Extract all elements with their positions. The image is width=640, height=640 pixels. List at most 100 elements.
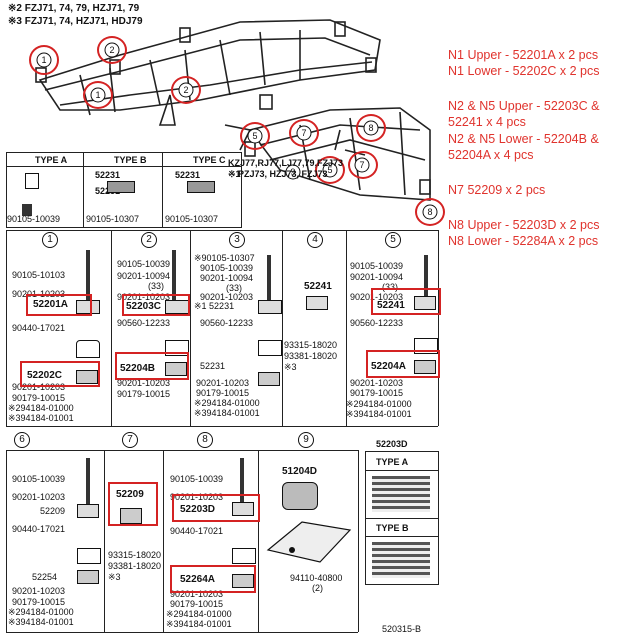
highlight-52202c	[20, 361, 100, 387]
part-label: 90201-10203	[12, 492, 66, 502]
type-b-part: 52231	[95, 170, 121, 180]
part-label: 90201-10094	[117, 271, 171, 281]
part-label: 90179-10015	[350, 388, 404, 398]
note-n2-n5-upper: N2 & N5 Upper - 52203C &	[448, 99, 600, 113]
type-a-profile-icon	[372, 476, 430, 512]
bushing-icon	[414, 360, 436, 374]
rubber-bushing-icon	[25, 173, 39, 189]
part-label: 90201-10203	[117, 292, 171, 302]
bushing-icon	[306, 296, 328, 310]
part-label-51204d: 51204D	[282, 466, 318, 477]
part-label: 90179-10015	[170, 599, 224, 609]
part-label: 93315-18020	[108, 550, 162, 560]
part-label: ※294184-01000	[8, 403, 74, 413]
column-number-8: 8	[197, 432, 213, 448]
highlight-52203c	[122, 294, 190, 316]
part-label-52241: 52241	[304, 281, 332, 292]
part-label: 90201-10203	[170, 492, 224, 502]
type-a-header: TYPE A	[35, 155, 68, 165]
part-label: ※3	[108, 572, 121, 582]
part-label: 93381-18020	[108, 561, 162, 571]
part-label: 52254	[32, 572, 58, 582]
type-b-header: TYPE B	[114, 155, 147, 165]
column-number-6: 6	[14, 432, 30, 448]
part-label-52203d: 52203D	[180, 504, 216, 515]
part-label: ※394184-01001	[8, 617, 74, 627]
bracket-plate-icon	[266, 521, 352, 563]
model-note-3: ※3 FZJ71, 74, HZJ71, HDJ79	[8, 16, 143, 27]
svg-text:9: 9	[290, 167, 295, 177]
bolt-icon	[267, 255, 271, 305]
note-n8-upper: N8 Upper - 52203D x 2 pcs	[448, 218, 600, 232]
part-label: 90201-10203	[200, 292, 254, 302]
part-label: 90440-17021	[12, 323, 66, 333]
part-label: (33)	[148, 281, 165, 291]
inset-box: TYPE A TYPE B	[365, 451, 439, 585]
bushing-icon	[120, 508, 142, 524]
part-label: (2)	[312, 583, 323, 593]
part-label: 90105-10039	[117, 259, 171, 269]
type-table: TYPE A TYPE B TYPE C 52231 52231 52231 9…	[6, 152, 242, 228]
mount-icon	[76, 340, 100, 358]
part-label: 90201-10203	[12, 382, 66, 392]
highlight-52204a	[366, 350, 440, 378]
part-label: 90105-10039	[200, 263, 254, 273]
part-label: 90201-10203	[350, 292, 404, 302]
frame-callout-circle-5b	[315, 156, 345, 184]
model-note-b: PZJ73, HZJ73, FZJ73	[238, 169, 328, 179]
bushing-icon	[414, 296, 436, 310]
bushing-icon	[76, 300, 100, 314]
part-label: (33)	[226, 283, 243, 293]
note-n7: N7 52209 x 2 pcs	[448, 183, 546, 197]
frame-callout-circle-7	[289, 119, 319, 147]
bushing-icon	[258, 300, 282, 314]
note-n8-lower: N8 Lower - 52284A x 2 pcs	[448, 234, 599, 248]
part-label: 90560-12233	[117, 318, 171, 328]
frame-callout-circle-2b	[171, 76, 201, 104]
bolt-icon	[22, 204, 32, 216]
part-label: 90560-12233	[350, 318, 404, 328]
part-label: 90179-10015	[196, 388, 250, 398]
column-number-7: 7	[122, 432, 138, 448]
bolt-icon	[424, 255, 428, 300]
bolt-icon	[172, 250, 176, 305]
note-n1-lower: N1 Lower - 52202C x 2 pcs	[448, 64, 600, 78]
bracket-icon	[282, 482, 318, 510]
part-label: 52231	[200, 361, 226, 371]
part-label: 90105-10039	[170, 474, 224, 484]
bolt-icon	[240, 458, 244, 506]
part-label: 90201-10203	[12, 586, 66, 596]
part-label: 90105-10039	[12, 474, 66, 484]
part-label: ※294184-01000	[166, 609, 232, 619]
frame-callout-circle-2a	[97, 36, 127, 64]
part-label: 90440-17021	[12, 524, 66, 534]
part-label: 93381-18020	[284, 351, 338, 361]
part-label: 90440-17021	[170, 526, 224, 536]
type-c-header: TYPE C	[193, 155, 226, 165]
part-label: ※90105-10307	[194, 253, 255, 263]
column-number-2: 2	[141, 232, 157, 248]
highlight-52201a	[26, 294, 92, 316]
bushing-icon	[77, 570, 99, 584]
highlight-52264a	[170, 565, 256, 593]
inset-title: 52203D	[376, 439, 408, 449]
type-c-bolt: 90105-10307	[165, 214, 219, 224]
part-label-52201a: 52201A	[33, 299, 69, 310]
highlight-52209	[108, 482, 158, 526]
mount-icon	[77, 548, 101, 564]
asterisk-1: ※1	[228, 169, 241, 179]
column-number-1: 1	[42, 232, 58, 248]
diagram-code: 520315-B	[382, 624, 422, 634]
mount-icon	[232, 548, 256, 564]
highlight-52203d	[172, 494, 260, 522]
bushing-icon	[165, 362, 187, 376]
part-label: ※394184-01001	[346, 409, 412, 419]
part-label: ※294184-01000	[346, 399, 412, 409]
part-label: ※394184-01001	[166, 619, 232, 629]
part-label: 93315-18020	[284, 340, 338, 350]
bushing-icon	[232, 574, 254, 588]
mount-icon	[414, 338, 438, 354]
bolt-icon	[86, 250, 90, 310]
note-n2-n5-lower: N2 & N5 Lower - 52204B &	[448, 132, 599, 146]
part-label: 52209	[40, 506, 66, 516]
